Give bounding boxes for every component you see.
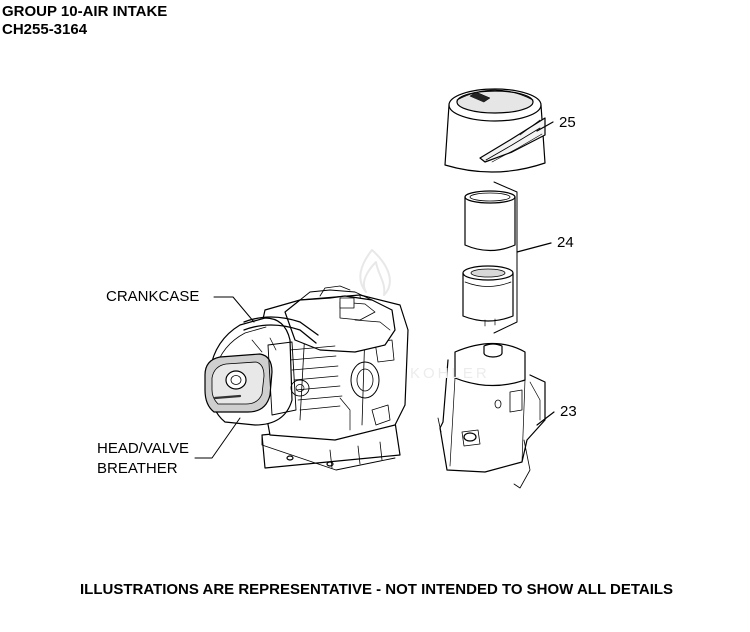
leader-line-23 — [536, 411, 555, 426]
callout-25[interactable]: 25 — [559, 114, 576, 131]
model-number: CH255-3164 — [2, 21, 88, 38]
air-cleaner-cover[interactable] — [444, 88, 546, 173]
air-filter-element[interactable] — [462, 265, 514, 327]
precleaner[interactable] — [464, 190, 516, 252]
engine-block — [204, 285, 409, 471]
callout-24[interactable]: 24 — [557, 234, 574, 251]
disclaimer-note: ILLUSTRATIONS ARE REPRESENTATIVE - NOT I… — [80, 581, 674, 598]
air-cleaner-base[interactable] — [437, 343, 546, 489]
label-crankcase: CRANKCASE — [106, 288, 200, 305]
label-head-valve: HEAD/VALVE — [97, 440, 189, 457]
leader-line-25 — [536, 121, 554, 132]
bracket-24 — [493, 181, 518, 334]
leader-line-head-valve — [194, 417, 241, 459]
callout-23[interactable]: 23 — [560, 403, 577, 420]
label-breather: BREATHER — [97, 460, 178, 477]
watermark-text: KOHLER — [410, 365, 490, 382]
watermark-icon — [359, 249, 391, 296]
leader-line-crankcase — [213, 296, 255, 323]
leader-line-24 — [516, 242, 552, 253]
page-title: GROUP 10-AIR INTAKE — [2, 3, 168, 20]
